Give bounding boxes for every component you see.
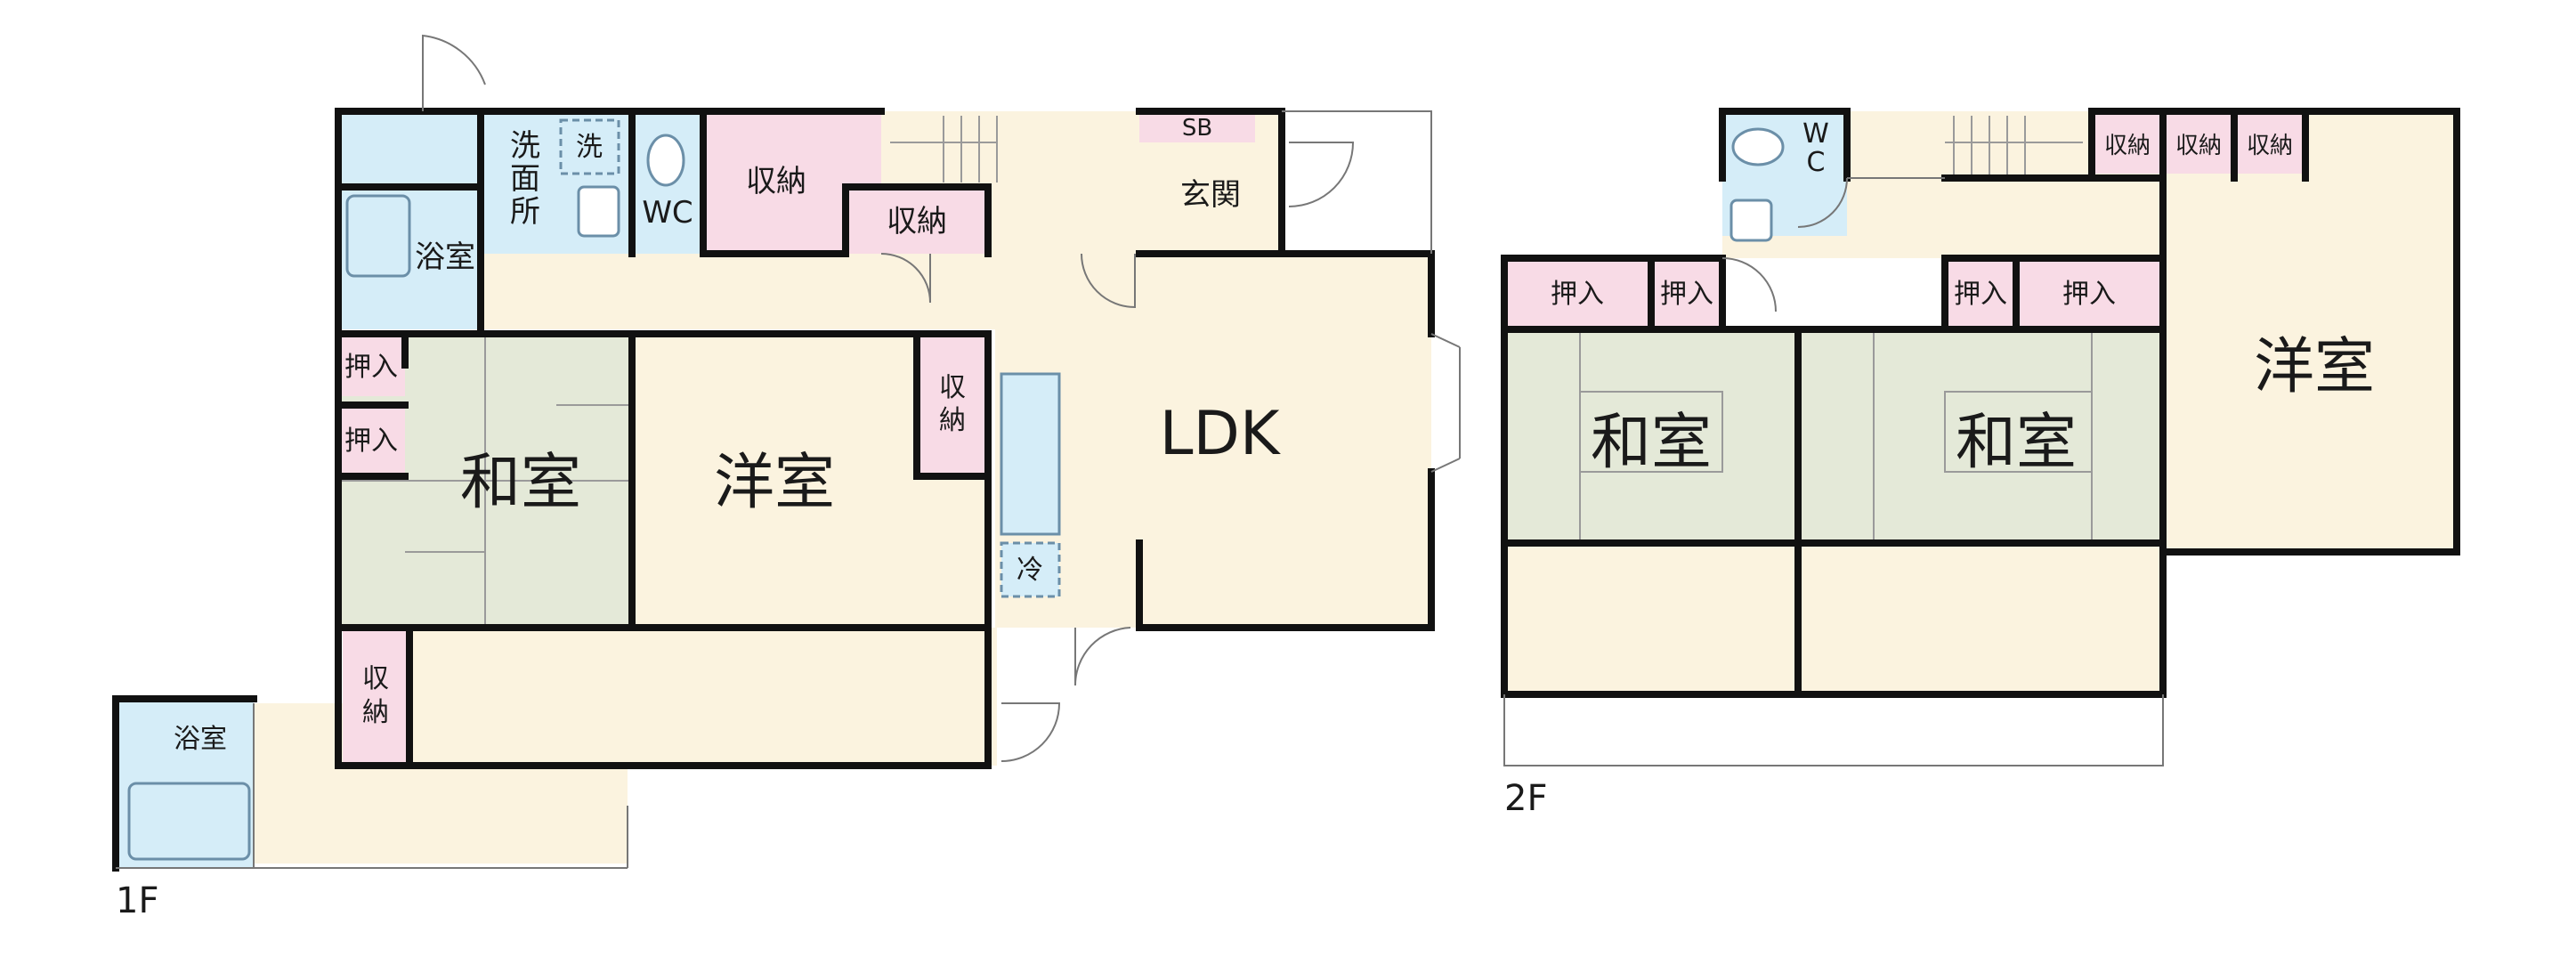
floor-1-fills bbox=[116, 111, 1431, 868]
label-sb: SB bbox=[1182, 115, 1212, 142]
floor-2-fills bbox=[1504, 111, 2457, 694]
closet-1f-2-area bbox=[338, 405, 405, 476]
veranda-2f-2 bbox=[1798, 543, 2163, 694]
label-bath-main: 浴室 bbox=[415, 239, 475, 275]
label-storage-top: 収納 bbox=[746, 164, 806, 199]
label-storage-2f-2: 収納 bbox=[2175, 133, 2222, 159]
closet-2f-3-area bbox=[1945, 258, 2016, 329]
storage-2f-3-area bbox=[2234, 111, 2305, 174]
closet-2f-4-area bbox=[2016, 258, 2163, 329]
storage-stair-area bbox=[846, 187, 988, 254]
label-washroom-a: 洗 bbox=[510, 128, 540, 164]
bathtub-annex bbox=[127, 782, 251, 861]
bathtub-main bbox=[345, 194, 411, 278]
floor-1-walls bbox=[112, 108, 1435, 872]
label-storage-2f-3: 収納 bbox=[2247, 133, 2293, 159]
label-wc-2f-a: W bbox=[1802, 118, 1829, 150]
entry-wet-area bbox=[338, 111, 481, 187]
sink-2f bbox=[1729, 199, 1773, 242]
label-wc-2f-b: C bbox=[1807, 147, 1826, 178]
label-japanese-room-1f: 和室 bbox=[460, 448, 581, 518]
label-storage-side-a: 収 bbox=[939, 372, 966, 403]
label-closet-2f-4: 押入 bbox=[2062, 279, 2116, 310]
tatami-lines-2f bbox=[1579, 329, 2093, 543]
label-western-room-1f: 洋室 bbox=[714, 448, 835, 518]
toilet-1f bbox=[646, 134, 685, 187]
label-storage-low-b: 納 bbox=[362, 697, 389, 728]
label-storage-2f-1: 収納 bbox=[2104, 133, 2151, 159]
japanese-room-2f-2-area bbox=[1798, 329, 2163, 543]
ldk-area bbox=[995, 254, 1431, 628]
stairs-1f bbox=[890, 116, 998, 182]
label-closet-1f-2: 押入 bbox=[344, 426, 398, 457]
label-entrance: 玄関 bbox=[1180, 177, 1241, 213]
floor-2-walls bbox=[1501, 108, 2460, 698]
label-storage-low-a: 収 bbox=[362, 663, 389, 694]
annex-hall-area bbox=[254, 703, 628, 864]
stairs-2f bbox=[1945, 116, 2083, 178]
sb-area bbox=[1139, 111, 1255, 142]
storage-side-area bbox=[917, 334, 988, 476]
label-western-room-2f: 洋室 bbox=[2254, 332, 2375, 402]
label-storage-side-b: 納 bbox=[939, 405, 966, 436]
label-closet-2f-3: 押入 bbox=[1954, 279, 2007, 310]
label-fridge: 冷 bbox=[1017, 555, 1043, 586]
floor-label-1f: 1F bbox=[116, 880, 158, 921]
label-washer: 洗 bbox=[576, 132, 603, 163]
storage-2f-1-area bbox=[2092, 111, 2163, 174]
tatami-lines-1f bbox=[338, 334, 632, 628]
label-storage-stair: 収納 bbox=[887, 204, 947, 239]
sink-1f bbox=[577, 185, 620, 238]
fridge-area bbox=[1000, 541, 1061, 598]
toilet-2f bbox=[1731, 127, 1785, 166]
label-wc-1f: WC bbox=[642, 195, 693, 231]
japanese-room-2f-1-area bbox=[1504, 329, 1798, 543]
closet-1f-1-area bbox=[338, 334, 405, 396]
storage-2f-2-area bbox=[2163, 111, 2234, 174]
label-bath-annex: 浴室 bbox=[174, 724, 227, 755]
floor-2-thin bbox=[1503, 177, 2164, 766]
label-closet-2f-1: 押入 bbox=[1551, 279, 1604, 310]
floor-label-2f: 2F bbox=[1504, 778, 1547, 819]
label-washroom-b: 面 bbox=[510, 161, 540, 197]
floor-1-thin bbox=[116, 34, 1461, 869]
labels-1f: 洗 面 所 洗 浴室 WC 収納 収納 SB 玄関 押入 押入 和室 洋室 収 … bbox=[116, 115, 1282, 921]
label-closet-2f-2: 押入 bbox=[1660, 279, 1713, 310]
label-japanese-room-2f-2: 和室 bbox=[1956, 408, 2077, 478]
washer-spot bbox=[559, 118, 620, 175]
labels-2f: W C 収納 収納 収納 押入 押入 押入 押入 和室 和室 洋室 2F bbox=[1504, 118, 2375, 819]
closet-2f-1-area bbox=[1504, 258, 1651, 329]
western-room-2f-area bbox=[2163, 111, 2457, 552]
label-ldk: LDK bbox=[1160, 399, 1282, 469]
storage-low-area bbox=[343, 628, 409, 766]
label-closet-1f-1: 押入 bbox=[344, 352, 398, 383]
kitchen-counter bbox=[1000, 372, 1061, 536]
western-room-1f-area bbox=[632, 334, 917, 628]
closet-2f-2-area bbox=[1651, 258, 1722, 329]
veranda-2f-1 bbox=[1504, 543, 1798, 694]
label-japanese-room-2f-1: 和室 bbox=[1591, 408, 1712, 478]
label-washroom-c: 所 bbox=[510, 194, 540, 230]
